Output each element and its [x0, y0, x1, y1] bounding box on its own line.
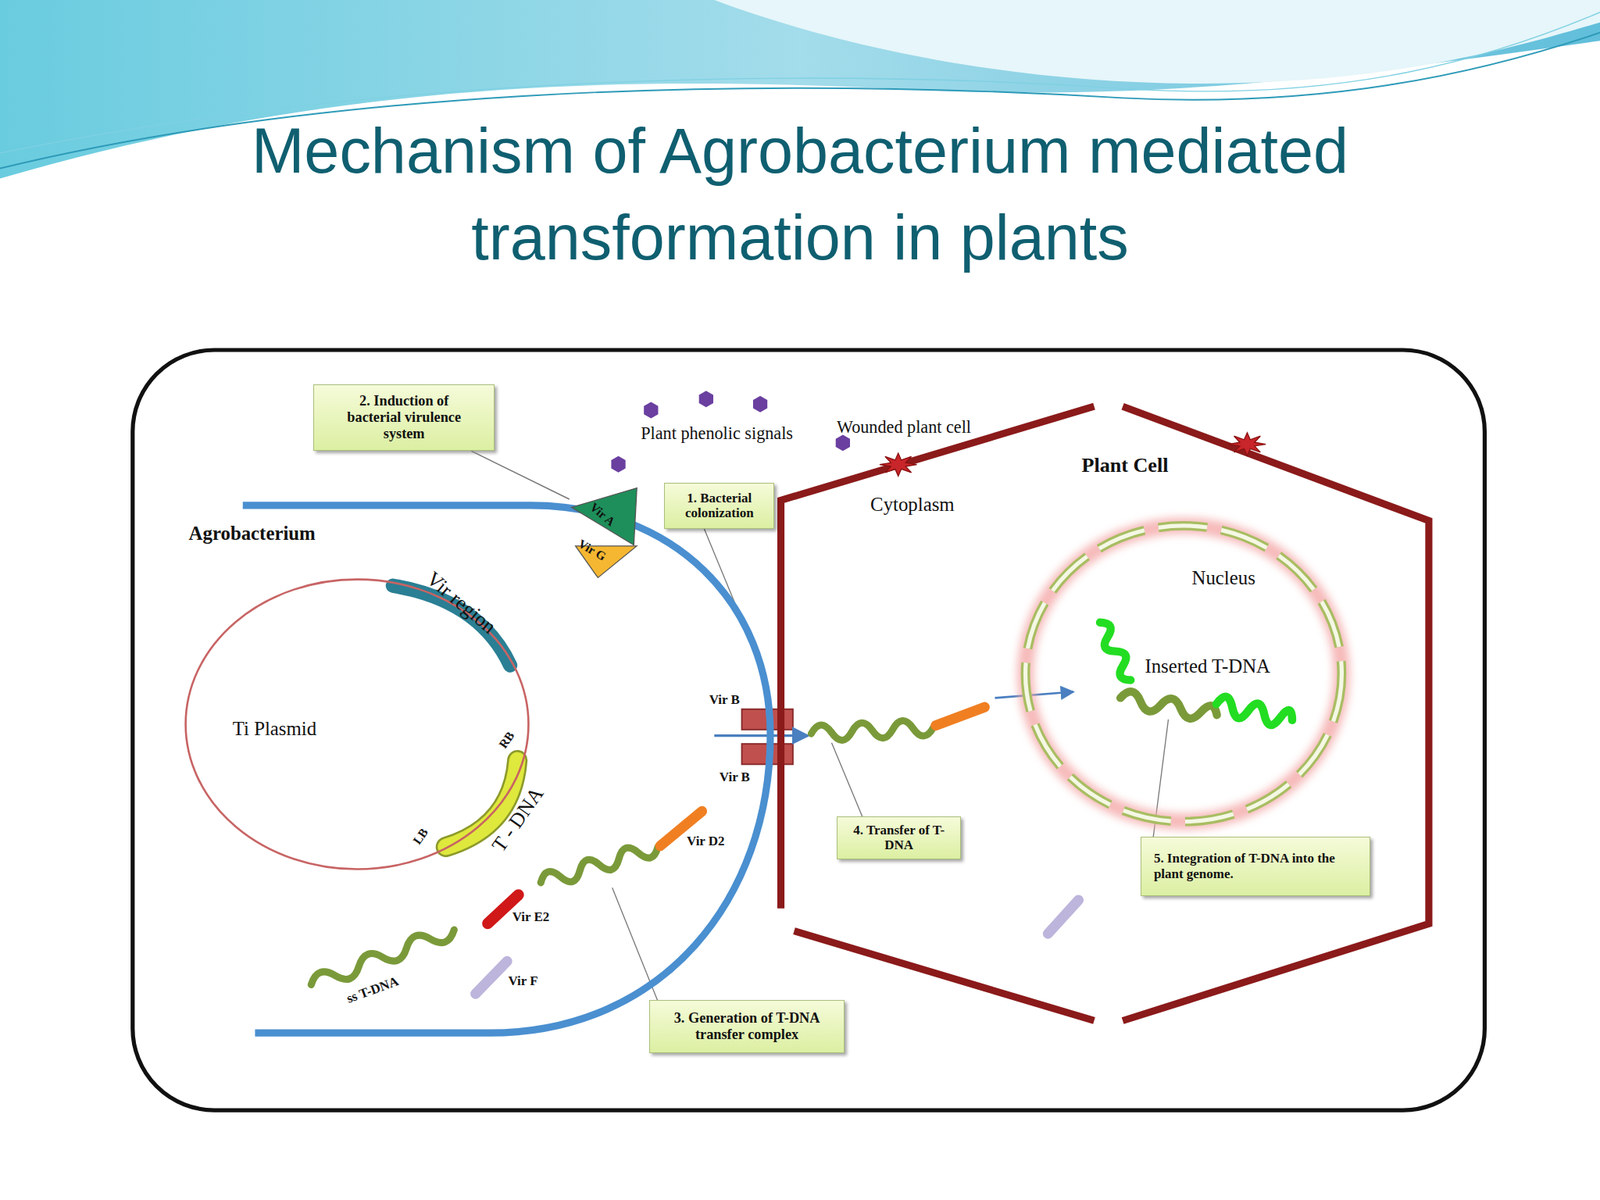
step-callout: 5. Integration of T-DNA into the plant g… — [1140, 836, 1371, 897]
slide-title: Mechanism of Agrobacterium mediated tran… — [136, 107, 1464, 282]
phenolic-signal — [835, 434, 850, 451]
part-label: Vir D2 — [686, 833, 725, 850]
part-label: Vir B — [709, 692, 740, 708]
part-label: Vir E2 — [512, 909, 550, 925]
vir-a-triangle: Vir A — [569, 485, 640, 547]
phenolic-signal — [643, 402, 658, 419]
node-label: Plant Cell — [1081, 453, 1168, 478]
vir-a-shape — [571, 487, 637, 545]
bacterium-cell: Agrobacterium Ti Plasmid — [183, 502, 776, 1037]
plant-cell-hexagon: Plant CellCytoplasmNucleusInserted T-DNA — [775, 402, 1434, 1025]
vir-g-triangle: Vir G — [573, 542, 640, 580]
inserted-t-dna-strand — [1118, 689, 1218, 723]
part-label: RB — [496, 728, 518, 751]
nuclear-envelope — [1025, 525, 1343, 822]
phenolic-signal — [753, 396, 768, 413]
node-label: 1. Bacterial colonization — [664, 483, 774, 529]
node-outline — [183, 502, 776, 1037]
part-label: Wounded plant cell — [836, 417, 972, 438]
plant-dna-strand — [1214, 695, 1294, 730]
header-wave-light — [714, 0, 1600, 84]
node-label: 4. Transfer of T-DNA — [837, 817, 961, 859]
node-label: 5. Integration of T-DNA into the plant g… — [1141, 837, 1370, 896]
node-label: Nucleus — [1192, 567, 1256, 590]
leader-line — [471, 450, 569, 500]
node-label: 3. Generation of T-DNA transfer complex — [650, 1000, 845, 1053]
part-label: ss T-DNA — [344, 973, 401, 1007]
step-callout: 4. Transfer of T-DNA — [836, 816, 961, 860]
plant-dna-strand — [1093, 618, 1137, 683]
nucleus-glow — [1025, 525, 1343, 822]
node-label: Inserted T-DNA — [1144, 655, 1271, 679]
step-callout: 1. Bacterial colonization — [664, 482, 775, 529]
wound-mark — [1228, 432, 1266, 456]
plant-cell-wall — [1122, 406, 1429, 1021]
part-label: Plant phenolic signals — [640, 423, 793, 444]
bacterium-membrane — [242, 505, 771, 1033]
vir-f-protein — [475, 960, 508, 994]
node-label: Agrobacterium — [189, 522, 316, 546]
node-label: Ti Plasmid — [232, 717, 317, 741]
transfer-arrow — [714, 734, 808, 737]
node-label: 2. Induction of bacterial virulence syst… — [314, 385, 494, 450]
part-label: Vir B — [719, 769, 750, 786]
part-label: LB — [410, 825, 432, 847]
vir-f-protein — [1047, 900, 1079, 934]
nuclear-envelope-inner — [1025, 525, 1343, 822]
cytoplasm-t-dna-strand — [810, 718, 935, 742]
plant-cell-wall — [780, 406, 1094, 909]
step-callout: 2. Induction of bacterial virulence syst… — [313, 384, 495, 451]
phenolic-signal — [610, 456, 625, 473]
step-callout: 3. Generation of T-DNA transfer complex — [649, 1000, 846, 1054]
nucleus-circle: NucleusInserted T-DNA — [1020, 522, 1347, 825]
part-label: Vir region — [421, 567, 501, 639]
diagram-frame — [132, 350, 1486, 1111]
part-label: T - DNA — [487, 782, 549, 857]
vir-d2-protein — [935, 707, 986, 726]
leader-line — [831, 742, 862, 817]
wound-mark — [879, 453, 918, 476]
t-dna-complex-strand — [538, 839, 661, 891]
phenolic-signal — [699, 390, 714, 408]
node-label: Cytoplasm — [870, 493, 955, 517]
part-label: Vir F — [507, 973, 538, 990]
